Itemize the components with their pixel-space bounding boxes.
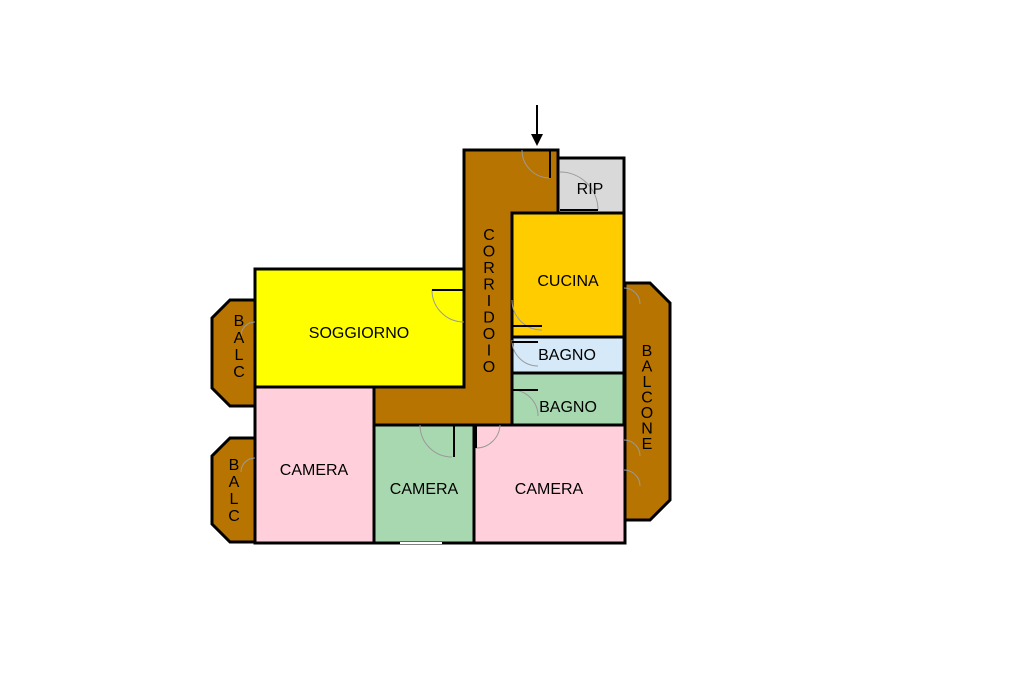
door-camera-right — [475, 424, 501, 449]
label-letter: R — [483, 260, 495, 277]
door-balcone-bath — [623, 439, 641, 457]
label-letter: D — [483, 310, 495, 327]
door-soggiorno — [431, 289, 465, 323]
label-letter: E — [642, 436, 653, 453]
room-rip — [556, 156, 626, 215]
door-bagno-1 — [511, 339, 539, 367]
door-cucina — [511, 299, 543, 331]
label-letter: L — [643, 374, 652, 391]
label-rip: RIP — [577, 181, 604, 198]
door-balc-top — [240, 321, 256, 337]
door-balc-bottom — [240, 457, 256, 473]
label-letter: C — [483, 227, 495, 244]
label-letter: A — [642, 359, 653, 376]
room-camera-left — [253, 385, 376, 545]
label-letter: A — [229, 474, 240, 491]
door-bagno-2 — [511, 389, 539, 417]
label-camera-right: CAMERA — [515, 481, 584, 498]
label-letter: I — [487, 293, 491, 310]
label-letter: B — [234, 313, 245, 330]
label-letter: N — [641, 421, 653, 438]
room-camera-right — [472, 423, 627, 545]
label-camera-left: CAMERA — [280, 462, 349, 479]
label-letter: O — [641, 405, 653, 422]
door-camera-middle — [419, 424, 455, 458]
label-soggiorno: SOGGIORNO — [309, 325, 409, 342]
label-cucina: CUCINA — [537, 273, 599, 290]
label-bagno-2: BAGNO — [539, 399, 597, 416]
door-entrance — [521, 149, 551, 179]
label-letter: C — [641, 390, 653, 407]
label-letter: L — [230, 491, 239, 508]
label-letter: O — [483, 326, 495, 343]
label-letter: B — [642, 343, 653, 360]
door-balcone-kitchen — [623, 287, 641, 305]
label-camera-middle: CAMERA — [390, 481, 459, 498]
label-letter: A — [234, 330, 245, 347]
room-camera-middle — [372, 423, 476, 545]
room-soggiorno — [253, 267, 466, 389]
label-bagno-1: BAGNO — [538, 347, 596, 364]
label-letter: R — [483, 277, 495, 294]
room-cucina — [510, 211, 626, 339]
label-letter: C — [233, 364, 245, 381]
arrow-down-icon — [531, 105, 543, 146]
door-rip — [559, 171, 599, 211]
label-letter: O — [483, 244, 495, 261]
label-letter: O — [483, 359, 495, 376]
label-letter: B — [229, 457, 240, 474]
label-letter: I — [487, 343, 491, 360]
door-balcone-camera — [623, 469, 641, 487]
room-bagno-2 — [510, 371, 626, 427]
label-letter: L — [235, 347, 244, 364]
label-letter: C — [228, 508, 240, 525]
